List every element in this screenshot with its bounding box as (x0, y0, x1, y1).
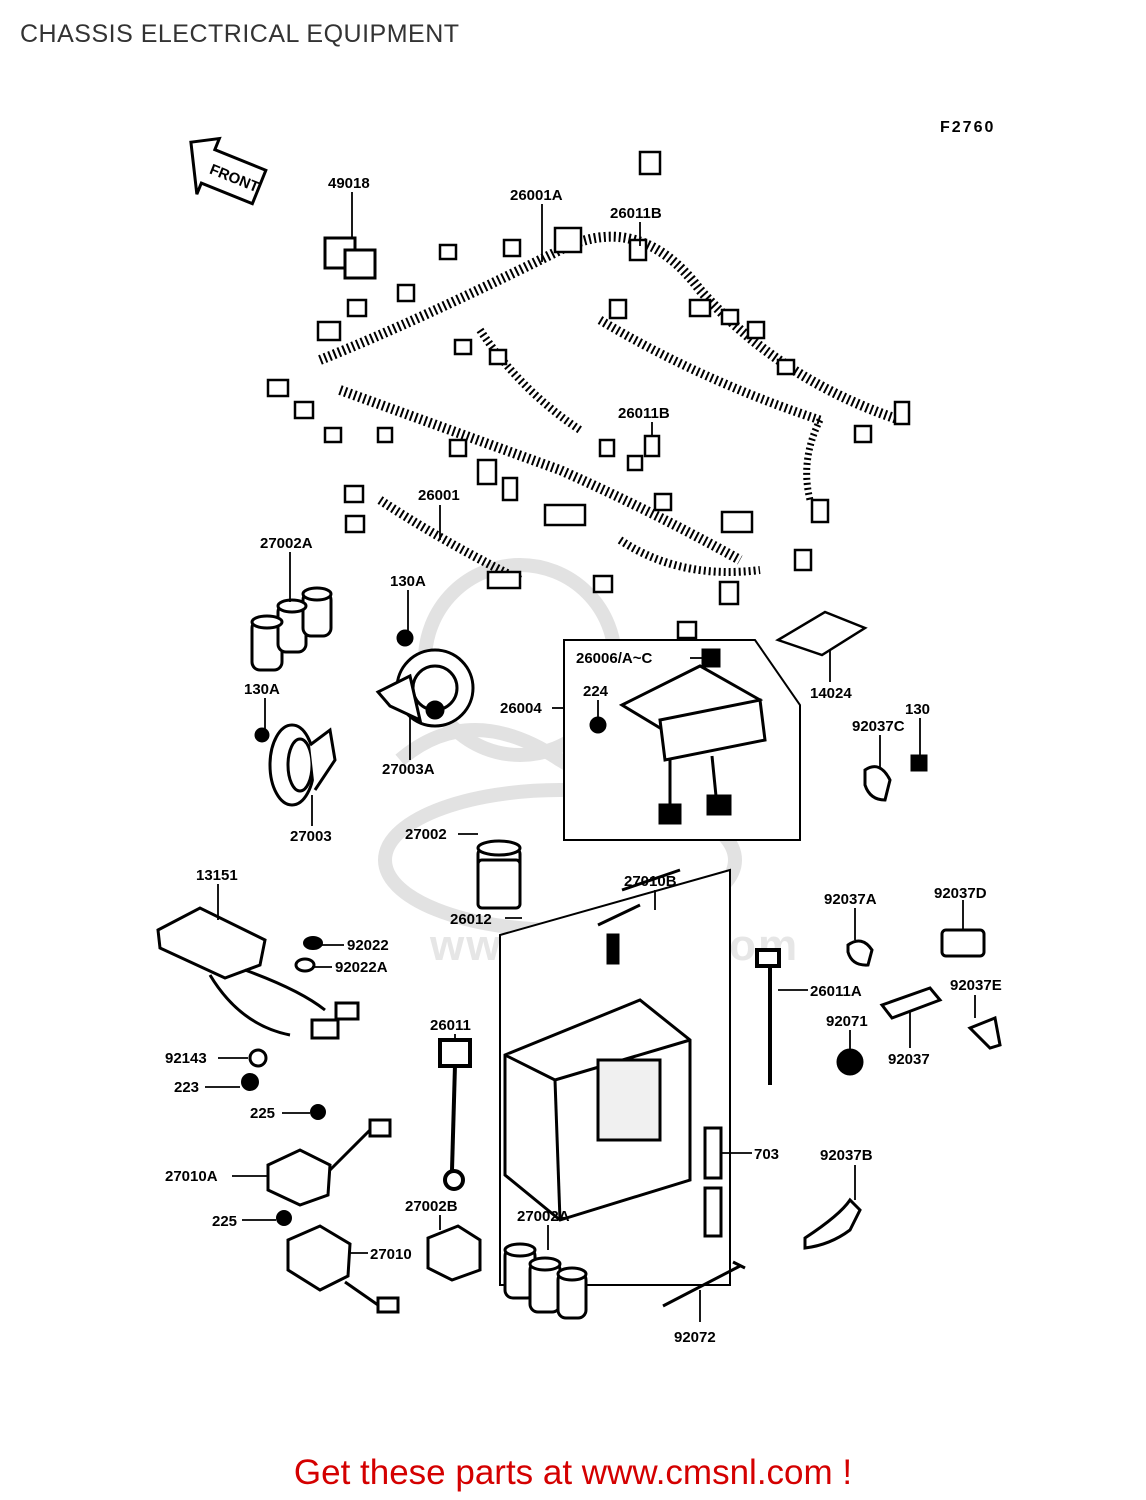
coil-set-27002a-bottom (503, 1242, 588, 1320)
part-label-49018: 49018 (328, 175, 370, 192)
part-label-92037b: 92037B (820, 1147, 873, 1164)
part-label-92143: 92143 (165, 1050, 207, 1067)
part-label-26006: 26006/A~C (576, 650, 652, 667)
part-label-26011b-top: 26011B (610, 205, 662, 222)
part-label-224: 224 (583, 683, 609, 700)
footer-promo-link[interactable]: Get these parts at www.cmsnl.com ! (293, 1453, 853, 1492)
cable-tie-92072 (662, 1260, 746, 1308)
clamps-right (803, 754, 1002, 1250)
ignitor-13151 (156, 906, 360, 1040)
part-label-92037: 92037 (888, 1051, 930, 1068)
relay-49018 (323, 236, 377, 280)
coil-set-27002a-top (250, 586, 333, 672)
leader-lines (205, 192, 976, 1322)
page-title: CHASSIS ELECTRICAL EQUIPMENT (20, 20, 460, 48)
part-label-92037d: 92037D (934, 885, 987, 902)
part-label-26011a: 26011A (810, 983, 862, 1000)
part-label-27010a: 27010A (165, 1168, 218, 1185)
coil-27002 (476, 839, 522, 910)
part-label-225-top: 225 (250, 1105, 275, 1122)
part-label-26004: 26004 (500, 700, 542, 717)
part-label-130a-left: 130A (244, 681, 280, 698)
part-label-13151: 13151 (196, 867, 238, 884)
part-label-92037c: 92037C (852, 718, 905, 735)
part-label-27002a-bottom: 27002A (517, 1208, 570, 1225)
part-label-92022a: 92022A (335, 959, 388, 976)
battery-26012 (499, 868, 731, 1286)
part-label-703: 703 (754, 1146, 779, 1163)
part-label-92071: 92071 (826, 1013, 868, 1030)
part-label-130a-horn: 130A (390, 573, 426, 590)
harness-connectors (266, 150, 911, 640)
part-label-92037e: 92037E (950, 977, 1002, 994)
part-label-26001a: 26001A (510, 187, 563, 204)
part-label-130: 130 (905, 701, 930, 718)
part-label-92072: 92072 (674, 1329, 716, 1346)
part-label-14024: 14024 (810, 685, 852, 702)
part-label-26001: 26001 (418, 487, 460, 504)
part-label-27002b: 27002B (405, 1198, 458, 1215)
part-labels: 49018 26001A 26011B 26011B 26001 27002A … (165, 175, 1002, 1346)
relay-27002b (426, 1224, 482, 1282)
small-hardware-left (241, 936, 326, 1226)
label-14024 (775, 610, 868, 657)
part-label-92022: 92022 (347, 937, 389, 954)
part-label-27002: 27002 (405, 826, 447, 843)
figure-code: F2760 (940, 119, 995, 136)
tubes-703 (703, 1126, 723, 1238)
part-label-92037a: 92037A (824, 891, 877, 908)
part-label-225-bottom: 225 (212, 1213, 237, 1230)
fuse-box-26004 (563, 639, 801, 841)
horn-27003 (254, 723, 337, 807)
part-label-26011: 26011 (430, 1017, 471, 1034)
part-label-26011b-mid: 26011B (618, 405, 670, 422)
front-arrow: FRONT (189, 136, 268, 206)
part-label-27002a-top: 27002A (260, 535, 313, 552)
units-27010 (266, 1118, 400, 1314)
cables-26011 (438, 948, 781, 1191)
part-label-27003a: 27003A (382, 761, 435, 778)
part-label-223: 223 (174, 1079, 199, 1096)
part-label-26012: 26012 (450, 911, 492, 928)
horn-27003a (375, 629, 475, 728)
part-label-27003: 27003 (290, 828, 332, 845)
part-label-27010: 27010 (370, 1246, 412, 1263)
part-label-27010b: 27010B (624, 873, 677, 890)
